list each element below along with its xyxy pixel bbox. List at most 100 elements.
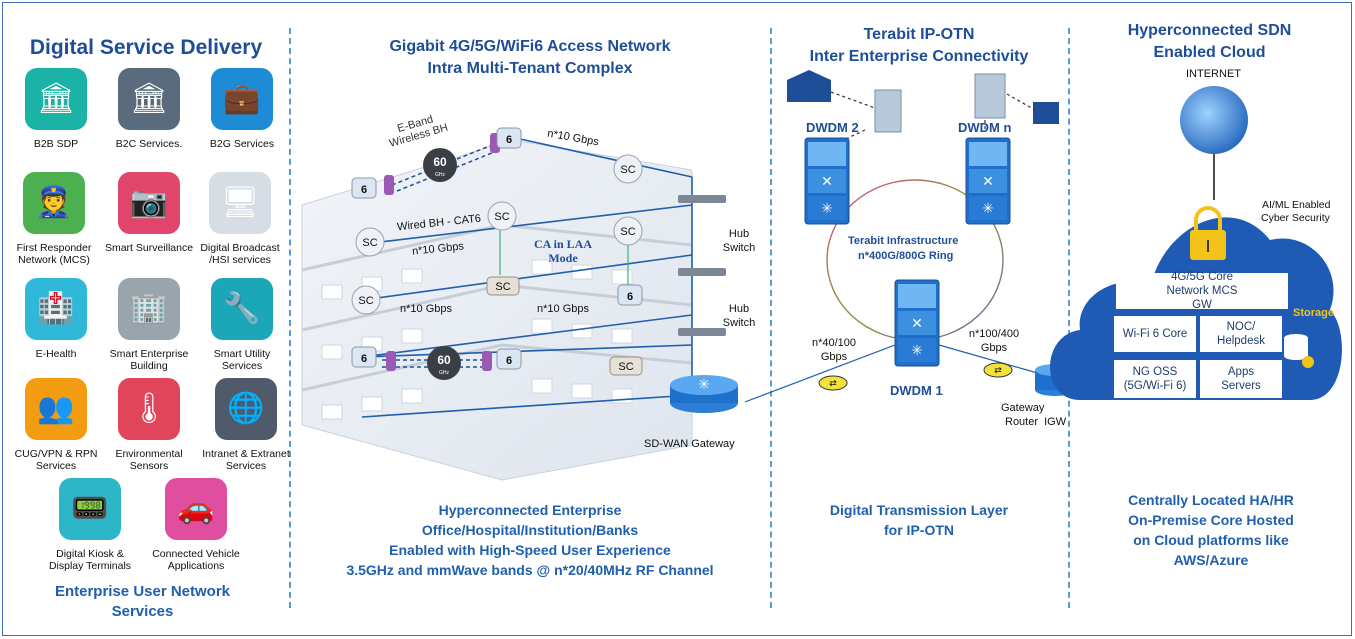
service-item: 🏢 Smart Enterprise Building <box>103 278 195 372</box>
service-label: B2G Services <box>209 138 275 150</box>
wifi-core-box: Wi-Fi 6 Core <box>1114 316 1196 352</box>
svg-text:✳: ✳ <box>698 377 710 393</box>
building-illustration: 60 GHz 60 GHz 6 6 6 6 6 SC SC SC SC SC S… <box>301 127 738 481</box>
wifi6-ap: 6 <box>361 353 367 365</box>
svg-text:✕: ✕ <box>911 316 923 332</box>
sixty-ghz-label: 60 <box>433 155 447 169</box>
dwdm1-label: DWDM 1 <box>890 383 943 398</box>
small-cell: SC <box>620 226 635 238</box>
governance-icon: 🏛 <box>118 68 180 130</box>
core-network-box: 4G/5G Core Network MCS GW <box>1116 271 1288 311</box>
small-cell: SC <box>358 295 373 307</box>
service-label: Connected Vehicle Applications <box>152 548 240 572</box>
hub-switch-label: Hub Switch <box>722 303 756 329</box>
small-cell: SC <box>495 281 510 293</box>
first-responder-icon: 👮 <box>23 172 85 234</box>
svg-text:✕: ✕ <box>982 174 994 190</box>
storage-label: Storage <box>1293 307 1334 319</box>
cloud-footer: Centrally Located HA/HR On-Premise Core H… <box>1076 490 1346 570</box>
surveillance-camera-icon: 📷 <box>118 172 180 234</box>
utility-tools-icon: 🔧 <box>211 278 273 340</box>
ring-label-line1: Terabit Infrastructure <box>848 235 959 247</box>
cloud-footer-line: On-Premise Core Hosted <box>1128 512 1294 528</box>
access-title-line2: Intra Multi-Tenant Complex <box>427 60 633 77</box>
svg-text:✳: ✳ <box>911 343 923 359</box>
svg-text:✳: ✳ <box>982 201 994 217</box>
svg-text:⇄: ⇄ <box>994 366 1002 376</box>
svg-text:✕: ✕ <box>821 174 833 190</box>
service-label: Environmental Sensors <box>115 448 183 472</box>
cloud-footer-line: on Cloud platforms like <box>1133 532 1289 548</box>
service-item: 👮 First Responder Network (MCS) <box>4 172 104 266</box>
dwdmn-label: DWDM n <box>958 120 1012 135</box>
hub-switch-label: Hub Switch <box>722 228 756 254</box>
service-label: Digital Kiosk & Display Terminals <box>48 548 132 572</box>
service-label: Smart Surveillance <box>104 242 194 254</box>
service-label: Smart Enterprise Building <box>109 348 189 372</box>
service-label: First Responder Network (MCS) <box>16 242 92 266</box>
svg-text:GHz: GHz <box>435 172 446 178</box>
small-cell: SC <box>618 361 633 373</box>
access-title-line1: Gigabit 4G/5G/WiFi6 Access Network <box>389 38 671 55</box>
svg-text:GHz: GHz <box>439 370 450 376</box>
service-item: 🌡 Environmental Sensors <box>103 378 195 472</box>
gateway-label: Gateway <box>1001 402 1045 414</box>
b2b-sdp-icon: 🏛 <box>25 68 87 130</box>
connected-vehicle-icon: 🚗 <box>165 478 227 540</box>
noc-helpdesk-box: NOC/ Helpdesk <box>1200 316 1282 352</box>
service-item: 📷 Smart Surveillance <box>103 172 195 254</box>
intranet-network-icon: 🌐 <box>215 378 277 440</box>
transport-diagram: ✕ ✳ ✕ ✳ ✕ ✳ ⇄ ⇄ <box>745 70 1070 403</box>
section-divider <box>289 28 291 608</box>
wifi6-ap: 6 <box>506 134 512 146</box>
transport-title-line2: Inter Enterprise Connectivity <box>809 48 1029 65</box>
service-item: 💼 B2G Services <box>196 68 288 150</box>
cloud-title-line2: Enabled Cloud <box>1153 44 1266 61</box>
ng-oss-box: NG OSS (5G/Wi-Fi 6) <box>1114 360 1196 398</box>
sixty-ghz-label: 60 <box>437 353 451 367</box>
cloud-title-line1: Hyperconnected SDN <box>1127 22 1292 39</box>
svg-text:⇄: ⇄ <box>829 379 837 389</box>
services-title: Digital Service Delivery <box>29 36 263 59</box>
b2g-briefcase-icon: 💼 <box>211 68 273 130</box>
cug-group-icon: 👥 <box>25 378 87 440</box>
service-label: B2C Services. <box>115 138 183 150</box>
cloud-footer-line: Centrally Located HA/HR <box>1128 492 1294 508</box>
ca-laa-label: CA in LAA Mode <box>533 237 592 265</box>
service-label: Intranet & Extranet Services <box>202 448 290 472</box>
transport-title-line1: Terabit IP-OTN <box>863 26 975 43</box>
router-igw-label: Router IGW <box>1005 416 1067 428</box>
wifi6-ap: 6 <box>506 355 512 367</box>
apps-servers-box: Apps Servers <box>1200 360 1282 398</box>
smart-building-icon: 🏢 <box>118 278 180 340</box>
small-cell: SC <box>620 164 635 176</box>
link-capacity-left: n*40/100 Gbps <box>811 337 857 363</box>
service-item: 📟Digital Kiosk & Display Terminals <box>44 478 136 572</box>
access-footer-line: Office/Hospital/Institution/Banks <box>421 522 639 538</box>
service-item: 🔧 Smart Utility Services <box>196 278 288 372</box>
access-footer-line: 3.5GHz and mmWave bands @ n*20/40MHz RF … <box>346 562 714 578</box>
e-health-icon: 🏥 <box>25 278 87 340</box>
service-item: 🌐 Intranet & Extranet Services <box>196 378 296 472</box>
dwdm2-label: DWDM 2 <box>806 120 859 135</box>
service-label: Smart Utility Services <box>213 348 271 372</box>
service-item: 🖥Digital Broadcast /HSI services <box>190 172 290 266</box>
security-label-line1: AI/ML Enabled <box>1262 199 1331 211</box>
small-cell: SC <box>362 237 377 249</box>
link-capacity-right: n*100/400 Gbps <box>968 328 1020 354</box>
services-footer: Enterprise User Network Services <box>54 583 231 620</box>
gbps-label: n*10 Gbps <box>400 303 452 315</box>
broadcast-devices-icon: 🖥 <box>209 172 271 234</box>
access-footer-line: Hyperconnected Enterprise <box>438 502 622 518</box>
service-label: CUG/VPN & RPN Services <box>14 448 98 472</box>
service-item: 👥 CUG/VPN & RPN Services <box>10 378 102 472</box>
transport-footer-line2: for IP-OTN <box>884 522 954 538</box>
svg-text:✳: ✳ <box>821 201 833 217</box>
service-item: 🏥E-Health <box>10 278 102 360</box>
small-cell: SC <box>494 211 509 223</box>
thermometer-icon: 🌡 <box>118 378 180 440</box>
wifi6-ap: 6 <box>627 291 633 303</box>
security-label-line2: Cyber Security <box>1261 212 1330 224</box>
